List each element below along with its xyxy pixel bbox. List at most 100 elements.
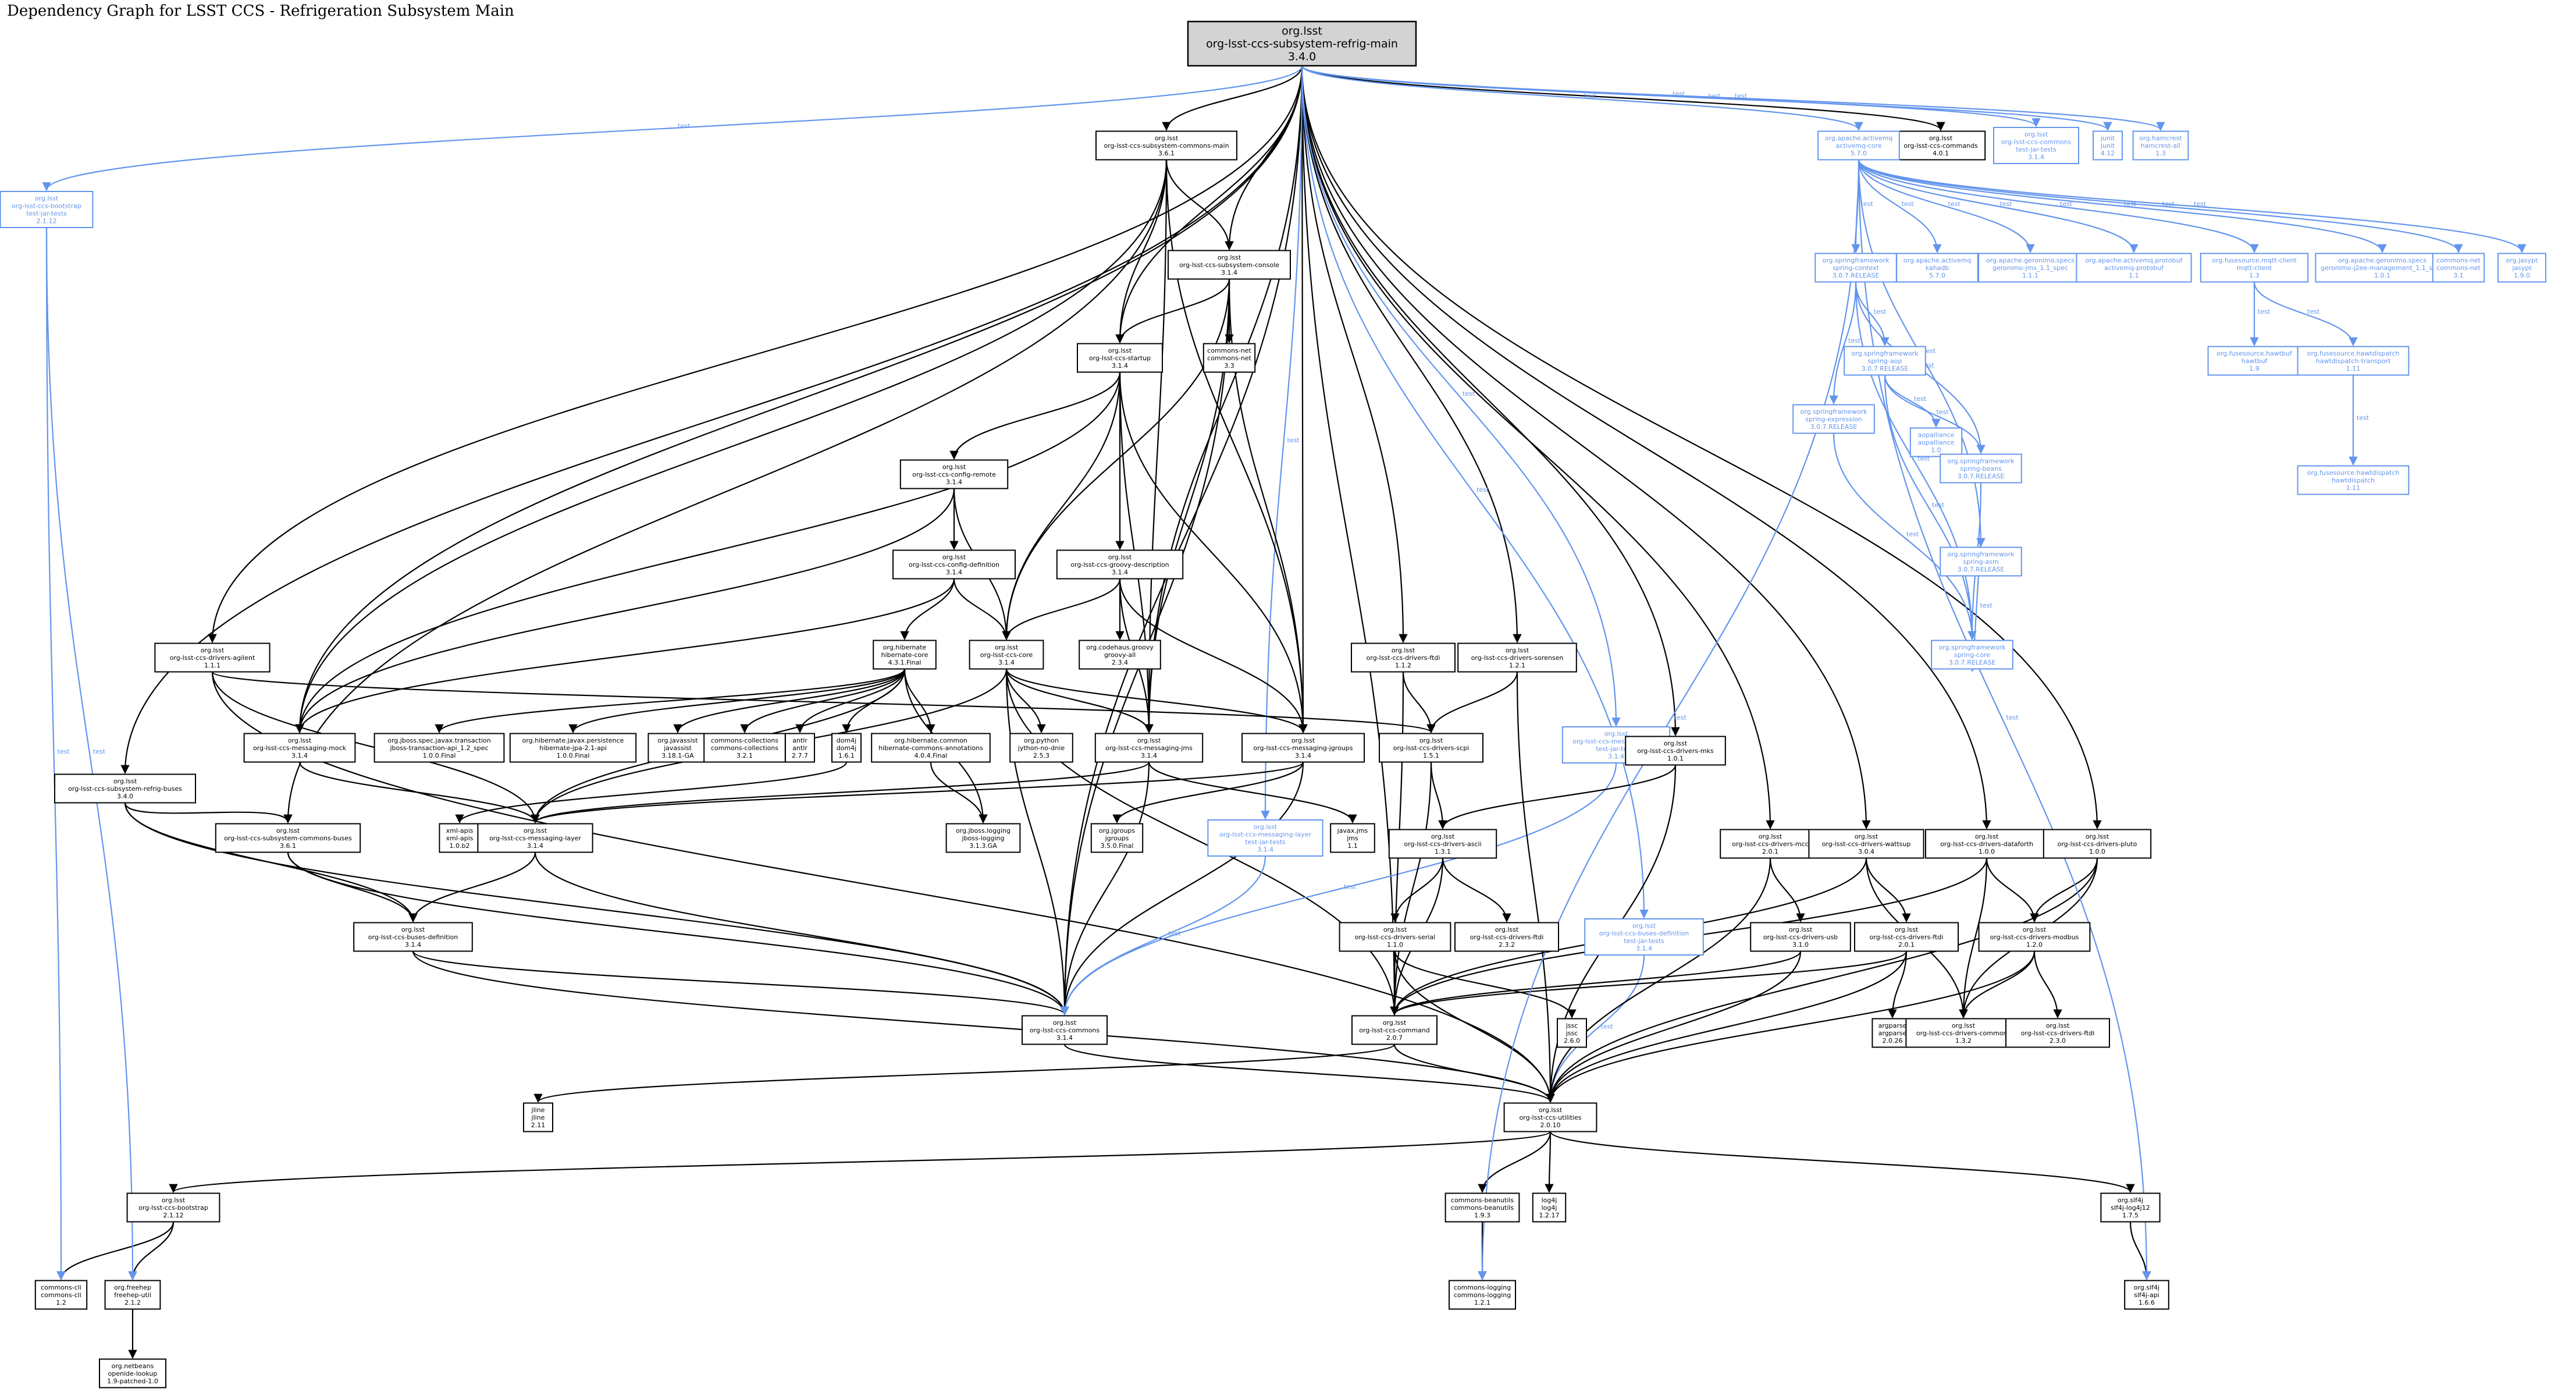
node-box — [2315, 253, 2450, 283]
node-label-line: commons-logging — [1454, 1291, 1511, 1299]
edge-startup-to-msg_mock — [295, 372, 1121, 734]
node-label-line: org.lsst — [2024, 130, 2048, 138]
node-label-line: 4.3.1.Final — [888, 659, 921, 666]
edge-msg_jgroups-to-msg_layer — [531, 761, 1304, 824]
edge-drv_ascii-to-drv_serial — [1390, 858, 1444, 923]
edge-label: test — [58, 748, 70, 755]
node-spring_expr: org.springframeworkspring-expression3.0.… — [1792, 404, 1875, 434]
node-label-line: org-lsst-ccs-messaging-jgroups — [1254, 744, 1353, 752]
node-label-line: org-lsst-ccs-config-definition — [909, 561, 999, 569]
node-label-line: jline — [531, 1106, 545, 1114]
node-label-line: activemq-core — [1836, 142, 1882, 150]
edge-label: test — [2194, 200, 2207, 208]
node-label-line: 1.0.0.Final — [423, 752, 456, 759]
node-label-line: commons-beanutils — [1451, 1204, 1514, 1212]
node-box — [1931, 640, 2013, 670]
edge-ccs_core-to-msg_jgroups — [1005, 669, 1308, 734]
edge-drv_ftdi2-to-ccs_command — [1390, 951, 1908, 1016]
edge-label: test — [1980, 602, 1993, 609]
node-label-line: org-lsst-ccs-subsystem-commons-main — [1104, 142, 1229, 150]
edge-label: test — [1674, 714, 1687, 722]
node-label-line: jboss-transaction-api_1.2_spec — [389, 744, 488, 752]
node-label-line: 2.0.1 — [1898, 941, 1915, 949]
node-label-line: 3.1.4 — [1141, 752, 1157, 759]
node-box — [353, 922, 473, 952]
node-label-line: org.hibernate.javax.persistence — [522, 737, 624, 744]
node-label-line: groovy-all — [1104, 651, 1136, 659]
node-box — [1750, 922, 1851, 952]
node-box — [1940, 546, 2022, 577]
edge-ccs_util-to-beanutils — [1478, 1131, 1552, 1194]
node-label-line: 3.2.1 — [736, 752, 753, 759]
edge-root-to-commons_main — [1162, 65, 1303, 132]
edge-label: test — [2000, 200, 2013, 208]
node-drv_sorensen: org.lsstorg-lsst-ccs-drivers-sorensen1.2… — [1457, 642, 1577, 673]
node-label-line: org.lsst — [1419, 737, 1443, 744]
edge-config_def-to-hibernate_core — [900, 578, 955, 641]
node-label-line: commons-collections — [711, 744, 778, 752]
node-label-line: xml-apis — [446, 827, 474, 835]
node-commons_buses: org.lsstorg-lsst-ccs-subsystem-commons-b… — [215, 823, 361, 853]
edge-commons_buses-to-bus_def — [287, 852, 418, 923]
node-label-line: org-lsst-ccs-groovy-description — [1070, 561, 1169, 569]
edge-mqtt-to-hawtdispatch_t — [2253, 282, 2358, 347]
node-label-line: org.springframework — [1938, 644, 2006, 651]
node-label-line: 3.1.4 — [998, 659, 1015, 666]
node-label-line: 1.5.1 — [1423, 752, 1439, 759]
node-box — [2132, 130, 2189, 161]
node-commons_tests: org.lsstorg-lsst-ccs-commonstest-jar-tes… — [1993, 127, 2079, 164]
node-label-line: dom4j — [837, 744, 856, 752]
node-label-line: org.lsst — [2023, 926, 2047, 933]
node-hawtdispatch_t: org.fusesource.hawtdispatchhawtdispatch-… — [2297, 346, 2410, 376]
node-label-line: org-lsst-ccs-drivers-pluto — [2058, 840, 2137, 848]
node-box — [892, 549, 1016, 580]
edge-hibernate_core-to-hib_jpa — [568, 669, 906, 734]
node-label-line: org-lsst-ccs-drivers-agilent — [170, 654, 255, 662]
node-label-line: 3.1.4 — [1257, 846, 1273, 853]
edge-commons_main-to-msg_jms — [1144, 159, 1168, 734]
edge-label: test — [1735, 92, 1748, 100]
node-label-line: org.fusesource.mqtt-client — [2212, 257, 2297, 264]
edge-drv_pluto-to-drv_modbus — [2030, 858, 2098, 923]
node-label-line: 3.1.4 — [1295, 752, 1311, 759]
node-label-line: org-lsst-ccs-commons — [2001, 138, 2072, 145]
node-label-line: javax.jms — [1337, 827, 1368, 835]
node-box — [1925, 829, 2048, 859]
node-box — [873, 640, 937, 670]
edge-hib_ann-to-jboss_log — [930, 762, 988, 824]
edge-root-to-msg_mock — [295, 65, 1303, 734]
node-label-line: 1.2.1 — [1509, 662, 1525, 669]
node-label-line: commons-net — [2436, 257, 2481, 264]
node-box — [1077, 343, 1163, 373]
node-label-line: org.hibernate.common — [894, 737, 967, 744]
node-label-line: 2.0.7 — [1386, 1034, 1403, 1042]
node-box — [1584, 918, 1704, 956]
node-bus_def: org.lsstorg-lsst-ccs-buses-definition3.1… — [353, 922, 473, 952]
node-label-line: 3.1.4 — [2028, 153, 2044, 161]
edge-schema_core-to-jasypt — [1858, 159, 2527, 254]
edge-drv_modbus-to-drv_ftdi3 — [2033, 951, 2062, 1019]
node-box — [1090, 823, 1144, 853]
node-label-line: commons-logging — [1454, 1284, 1511, 1291]
node-label-line: test-jar-tests — [1245, 838, 1286, 846]
node-label-line: hibernate-core — [881, 651, 928, 659]
node-box — [477, 823, 593, 853]
edge-ccs_commons-to-ccs_util — [1063, 1044, 1555, 1103]
node-label-line: org.lsst — [113, 777, 137, 785]
edge-drv_sorensen-to-drv_scpi — [1426, 672, 1518, 734]
node-box — [2207, 346, 2301, 376]
node-box — [647, 733, 708, 763]
node-label-line: org.lsst — [524, 827, 547, 835]
node-box — [1457, 642, 1577, 673]
node-label-line: org.javassist — [657, 737, 698, 744]
node-label-line: 3.18.1-GA — [661, 752, 694, 759]
node-label-line: 3.6.1 — [280, 842, 296, 850]
edge-bus_def-to-ccs_commons — [412, 951, 1069, 1016]
node-label-line: spring-core — [1954, 651, 1990, 659]
